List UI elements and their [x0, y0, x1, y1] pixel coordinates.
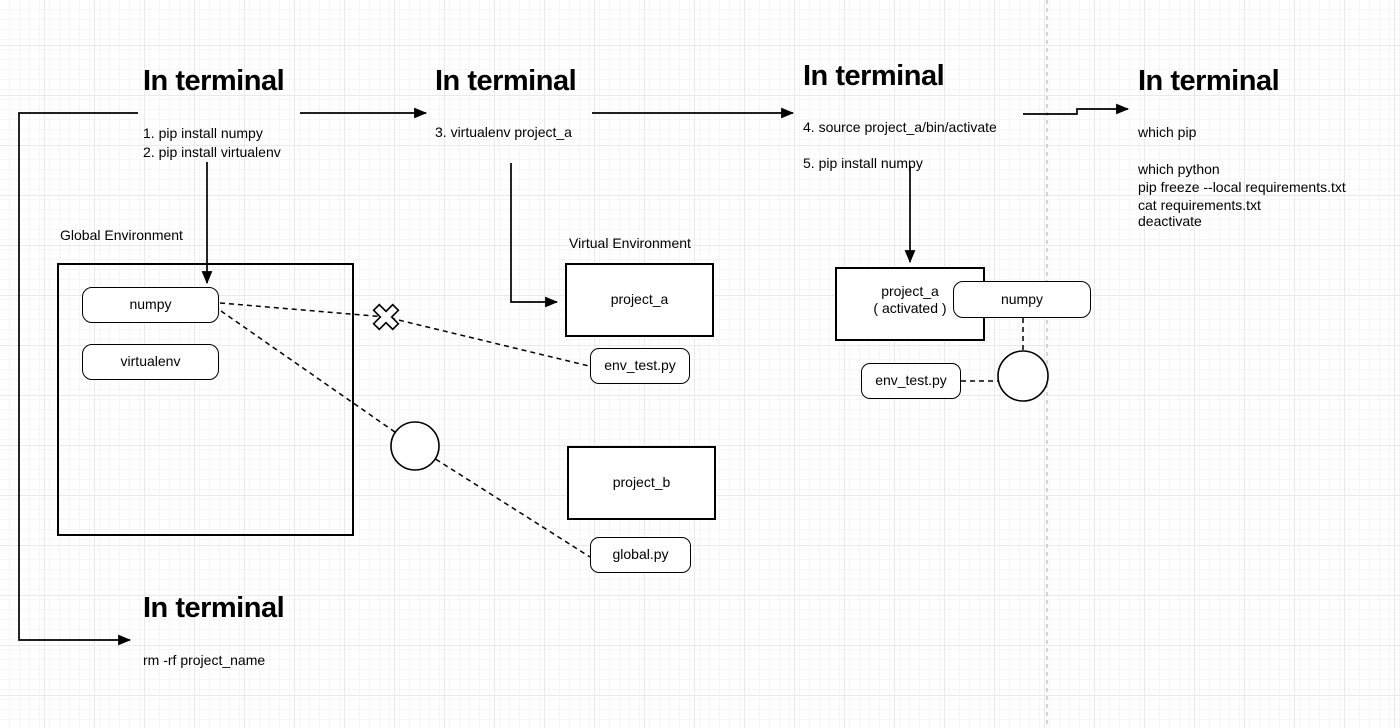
global-environment-box	[57, 263, 354, 536]
node-project-a: project_a	[565, 263, 714, 337]
command-virtualenv-project-a: 3. virtualenv project_a	[435, 124, 572, 140]
command-source-activate: 4. source project_a/bin/activate	[803, 119, 997, 135]
link-circle-icon-right	[997, 350, 1049, 402]
project-a-activated-subtitle: ( activated )	[873, 300, 947, 316]
command-cat-requirements: cat requirements.txt	[1138, 197, 1261, 213]
terminal-heading-5: In terminal	[143, 592, 285, 624]
link-circle-icon-left	[390, 421, 440, 471]
command-deactivate: deactivate	[1138, 213, 1202, 229]
terminal-heading-3: In terminal	[803, 60, 945, 92]
command-which-pip: which pip	[1138, 124, 1197, 140]
command-rm-rf-project: rm -rf project_name	[143, 652, 266, 668]
command-pip-install-numpy-venv: 5. pip install numpy	[803, 155, 923, 171]
arrow-step3-to-step4	[1023, 103, 1130, 115]
command-pip-install-virtualenv: 2. pip install virtualenv	[143, 144, 281, 160]
node-env-test-py-venv: env_test.py	[861, 363, 961, 399]
terminal-heading-2: In terminal	[435, 65, 577, 97]
virtual-environment-label: Virtual Environment	[569, 235, 691, 251]
node-global-py: global.py	[590, 537, 691, 573]
project-a-activated-title: project_a	[881, 282, 939, 299]
command-pip-install-numpy: 1. pip install numpy	[143, 125, 263, 141]
node-project-b: project_b	[567, 446, 716, 520]
node-env-test-py: env_test.py	[590, 348, 690, 384]
command-pip-freeze: pip freeze --local requirements.txt	[1138, 179, 1346, 195]
command-which-python: which python	[1138, 161, 1220, 177]
arrow-virtualenv-to-project-a	[510, 163, 559, 308]
node-numpy-venv: numpy	[953, 281, 1091, 318]
node-project-a-activated: project_a ( activated )	[835, 267, 985, 341]
arrow-loop-to-cleanup	[18, 112, 138, 646]
terminal-heading-1: In terminal	[143, 65, 285, 97]
node-numpy-global: numpy	[82, 287, 219, 323]
global-environment-label: Global Environment	[60, 227, 183, 243]
terminal-heading-4: In terminal	[1138, 65, 1280, 97]
broken-link-x-icon	[372, 303, 400, 331]
node-virtualenv-global: virtualenv	[82, 344, 219, 380]
